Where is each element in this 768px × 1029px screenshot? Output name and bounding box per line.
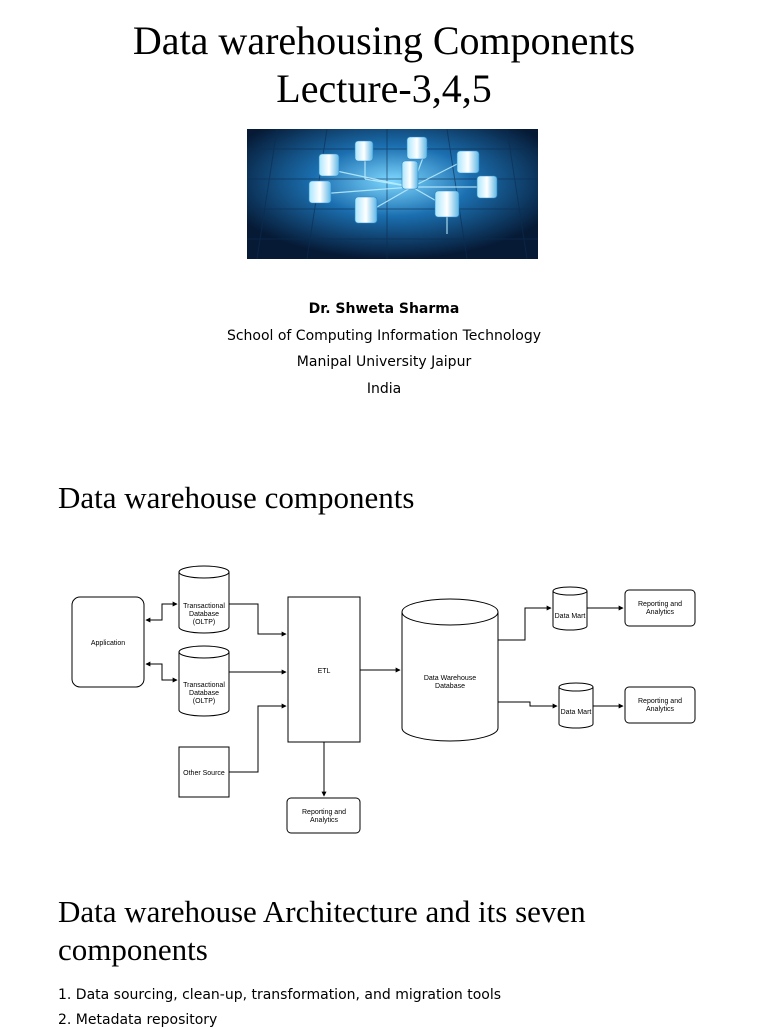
author-country: India <box>366 381 402 397</box>
data-warehouse-db <box>401 598 499 742</box>
data-mart-2 <box>558 682 594 729</box>
slide-title-line2: Lecture-3,4,5 <box>276 66 492 111</box>
transactional-db-2 <box>178 645 230 717</box>
tdb1-line1: Transactional <box>183 603 225 610</box>
reporting-middle-line2: Analytics <box>646 706 675 713</box>
tdb1-line2: Database <box>189 611 219 618</box>
section-title-components: Data warehouse components <box>58 480 415 515</box>
other-source-box <box>178 746 230 798</box>
dw-components-diagram: Application Transactional Database (OLTP… <box>71 565 696 834</box>
data-mart-1 <box>552 586 588 631</box>
data-mart-2-label: Data Mart <box>561 709 592 716</box>
tdb2-line1: Transactional <box>183 682 225 689</box>
section-title-architecture-line2: components <box>58 932 208 967</box>
reporting-bottom-line2: Analytics <box>310 817 339 824</box>
reporting-bottom-line1: Reporting and <box>302 809 346 816</box>
other-source-label: Other Source <box>183 770 225 777</box>
section-title-architecture-line1: Data warehouse Architecture and its seve… <box>58 894 586 929</box>
transactional-db-1 <box>178 565 230 634</box>
dw-line1: Data Warehouse <box>424 675 476 682</box>
tdb1-line3: (OLTP) <box>193 619 215 626</box>
author-department: School of Computing Information Technolo… <box>226 328 542 344</box>
tdb2-line2: Database <box>189 690 219 697</box>
list-item: 2. Metadata repository <box>58 1012 218 1028</box>
application-box <box>71 596 145 688</box>
dw-line2: Database <box>435 683 465 690</box>
author-name: Dr. Shweta Sharma <box>308 301 460 317</box>
data-mart-1-label: Data Mart <box>555 613 586 620</box>
list-item: 1. Data sourcing, clean-up, transformati… <box>58 987 502 1003</box>
reporting-top-line1: Reporting and <box>638 601 682 608</box>
author-university: Manipal University Jaipur <box>296 354 472 370</box>
tdb2-line3: (OLTP) <box>193 698 215 705</box>
reporting-middle-line1: Reporting and <box>638 698 682 705</box>
database-network-image <box>247 129 538 259</box>
application-label: Application <box>91 640 125 647</box>
reporting-box-bottom <box>286 797 361 834</box>
slide-title-line1: Data warehousing Components <box>132 18 636 63</box>
reporting-box-top <box>624 589 696 627</box>
reporting-box-middle <box>624 686 696 724</box>
reporting-top-line2: Analytics <box>646 609 675 616</box>
etl-label: ETL <box>318 668 331 675</box>
etl-box <box>287 596 361 743</box>
